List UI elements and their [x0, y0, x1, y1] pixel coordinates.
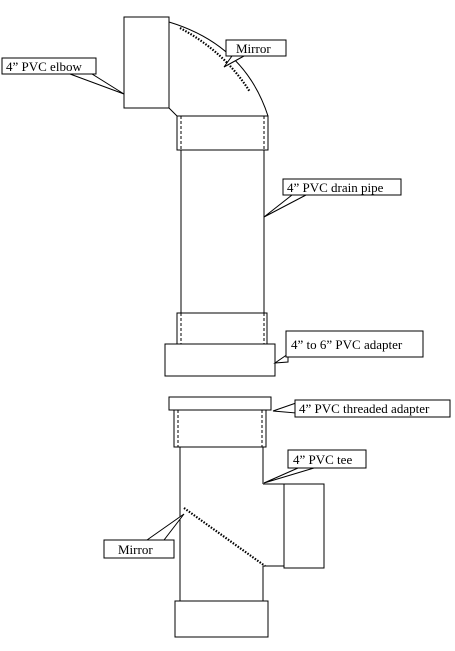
callout-pointer-elbow	[69, 73, 125, 95]
callout-label-drain: 4” PVC drain pipe	[287, 180, 384, 195]
callout-label-mirror-top: Mirror	[236, 41, 271, 56]
bottom-mirror	[183, 507, 266, 567]
threaded-adapter-flange	[168, 396, 272, 411]
tee-side-socket	[283, 483, 325, 569]
callout-box-tee	[287, 449, 367, 469]
top-mirror	[179, 27, 251, 93]
callout-box-elbow	[1, 57, 97, 75]
callout-label-adapter: 4” to 6” PVC adapter	[291, 337, 403, 352]
tee-bottom-cap	[174, 600, 269, 638]
callouts: 4” PVC elbow Mirror 4” PVC drain pipe 4”…	[1, 39, 451, 559]
adapter-4-to-6	[164, 343, 276, 377]
elbow-outer-arc	[168, 21, 269, 117]
callout-label-tee: 4” PVC tee	[293, 452, 352, 467]
callout-pointer-adapter	[273, 353, 289, 364]
callout-box-threaded	[294, 399, 451, 418]
elbow-coupling	[176, 115, 269, 151]
callout-label-elbow: 4” PVC elbow	[6, 59, 82, 74]
callout-box-mirror-top	[225, 39, 287, 57]
callout-pointer-threaded	[272, 402, 297, 414]
callout-pointer-tee	[263, 467, 315, 484]
lower-assembly	[168, 396, 325, 638]
callout-box-adapter	[285, 330, 424, 358]
callout-label-mirror-bottom: Mirror	[118, 542, 153, 557]
elbow-socket	[123, 16, 170, 109]
threaded-adapter-body	[173, 409, 267, 448]
callout-box-mirror-bottom	[103, 539, 175, 559]
elbow-curve	[168, 107, 178, 117]
drain-pipe-insertion	[176, 312, 268, 345]
callout-label-threaded: 4” PVC threaded adapter	[299, 401, 430, 416]
upper-assembly	[123, 16, 276, 377]
callout-pointer-drain	[263, 194, 307, 218]
callout-pointer-mirror-bottom	[145, 513, 185, 541]
callout-box-drain	[282, 178, 402, 196]
